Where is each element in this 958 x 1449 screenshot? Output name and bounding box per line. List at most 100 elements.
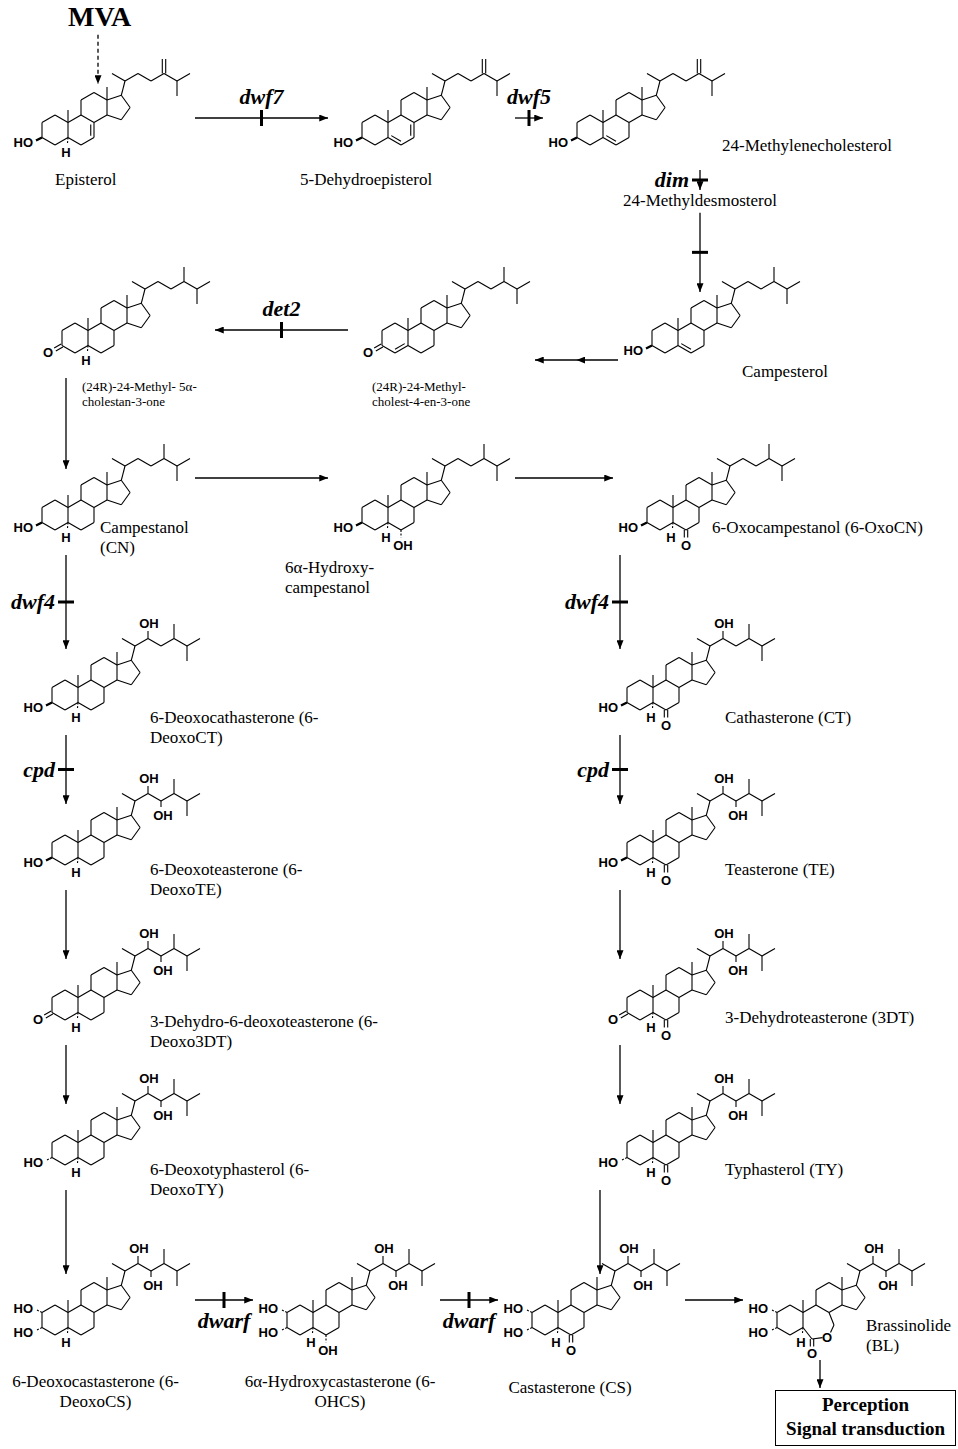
bond: [351, 1290, 352, 1305]
bond: [81, 1283, 94, 1291]
atom-label: HO: [24, 856, 44, 869]
bond: [629, 93, 642, 101]
bond: [103, 1143, 104, 1158]
bond: [77, 985, 78, 998]
bond: [407, 331, 408, 346]
bond: [164, 74, 177, 82]
bond: [141, 289, 145, 303]
mutant-label: dwarf: [443, 1310, 496, 1332]
bond: [94, 1283, 107, 1291]
bond: [78, 1013, 91, 1021]
bond: [176, 1271, 177, 1286]
bond: [352, 1305, 366, 1310]
bond: [447, 303, 461, 308]
bond: [46, 858, 52, 861]
bond: [666, 1013, 679, 1021]
bond: [597, 1285, 611, 1290]
bond: [679, 1113, 692, 1121]
bond: [65, 1135, 78, 1143]
bond: [640, 1271, 641, 1277]
bond: [67, 495, 68, 508]
bond: [652, 1013, 654, 1019]
compound-name: Campesterol: [742, 362, 892, 382]
bond: [619, 1011, 626, 1015]
bond: [461, 303, 470, 315]
bond: [679, 1135, 692, 1143]
bond: [426, 472, 427, 485]
bond: [375, 500, 388, 508]
bond: [711, 81, 712, 96]
compound-name: 6α-Hydroxy- campestanol: [285, 558, 395, 597]
atom-label: OH: [153, 1109, 173, 1122]
atom-label: O: [566, 1344, 576, 1357]
bond: [376, 347, 383, 351]
atom-label: OH: [374, 1242, 394, 1255]
bond: [81, 478, 94, 486]
bond: [93, 1313, 94, 1328]
bond: [735, 282, 748, 290]
bond: [131, 956, 135, 970]
bond: [147, 941, 148, 949]
atom-label: O: [608, 1013, 618, 1026]
bond: [735, 801, 736, 807]
bond: [104, 813, 117, 821]
bond: [121, 95, 130, 107]
bond: [150, 1271, 151, 1277]
atom-label: OH: [139, 927, 159, 940]
bond: [117, 835, 131, 840]
atom-label: HO: [334, 136, 354, 149]
bond: [426, 485, 427, 500]
bond: [912, 1264, 925, 1272]
bond: [77, 830, 78, 843]
bond: [122, 1094, 135, 1102]
bond: [503, 267, 504, 282]
bond: [382, 346, 395, 354]
bond: [362, 115, 375, 123]
bond: [106, 87, 107, 100]
bond: [699, 74, 712, 82]
bond: [409, 1264, 422, 1272]
bond: [401, 138, 414, 146]
bond: [160, 1101, 161, 1107]
bond: [776, 1313, 777, 1328]
bond: [42, 1305, 55, 1313]
bond: [653, 858, 666, 866]
compound-name: 6-Deoxocathasterone (6-DeoxoCT): [150, 708, 350, 747]
bond: [434, 323, 447, 331]
bond: [736, 949, 749, 957]
bond: [117, 680, 131, 685]
bond: [656, 108, 665, 120]
bond: [679, 968, 692, 976]
bond: [441, 480, 450, 492]
bond: [652, 675, 653, 688]
atom-label: H: [381, 530, 390, 543]
bond: [802, 1328, 804, 1334]
bond: [790, 1305, 803, 1313]
bond: [101, 301, 114, 309]
bond: [78, 1158, 91, 1166]
bond: [338, 1313, 339, 1328]
bond: [87, 331, 88, 346]
bond: [132, 282, 145, 290]
bond: [107, 500, 121, 505]
mutant-label: cpd: [23, 759, 55, 781]
bond: [842, 1305, 856, 1310]
bond: [621, 1014, 628, 1018]
bond: [660, 523, 673, 531]
pathway-arrow: [97, 35, 98, 84]
pathway-arrow: [819, 1360, 820, 1388]
bond: [516, 289, 517, 304]
bond: [606, 136, 616, 142]
atom-label: OH: [714, 927, 734, 940]
bond: [91, 835, 104, 843]
bond: [163, 444, 164, 459]
bond: [700, 59, 701, 74]
bond: [781, 466, 782, 481]
bond: [101, 346, 114, 354]
bond: [726, 466, 730, 480]
bond: [441, 81, 445, 95]
bond: [148, 1094, 161, 1102]
bond: [158, 282, 171, 290]
bond: [362, 500, 375, 508]
bond: [653, 703, 666, 711]
